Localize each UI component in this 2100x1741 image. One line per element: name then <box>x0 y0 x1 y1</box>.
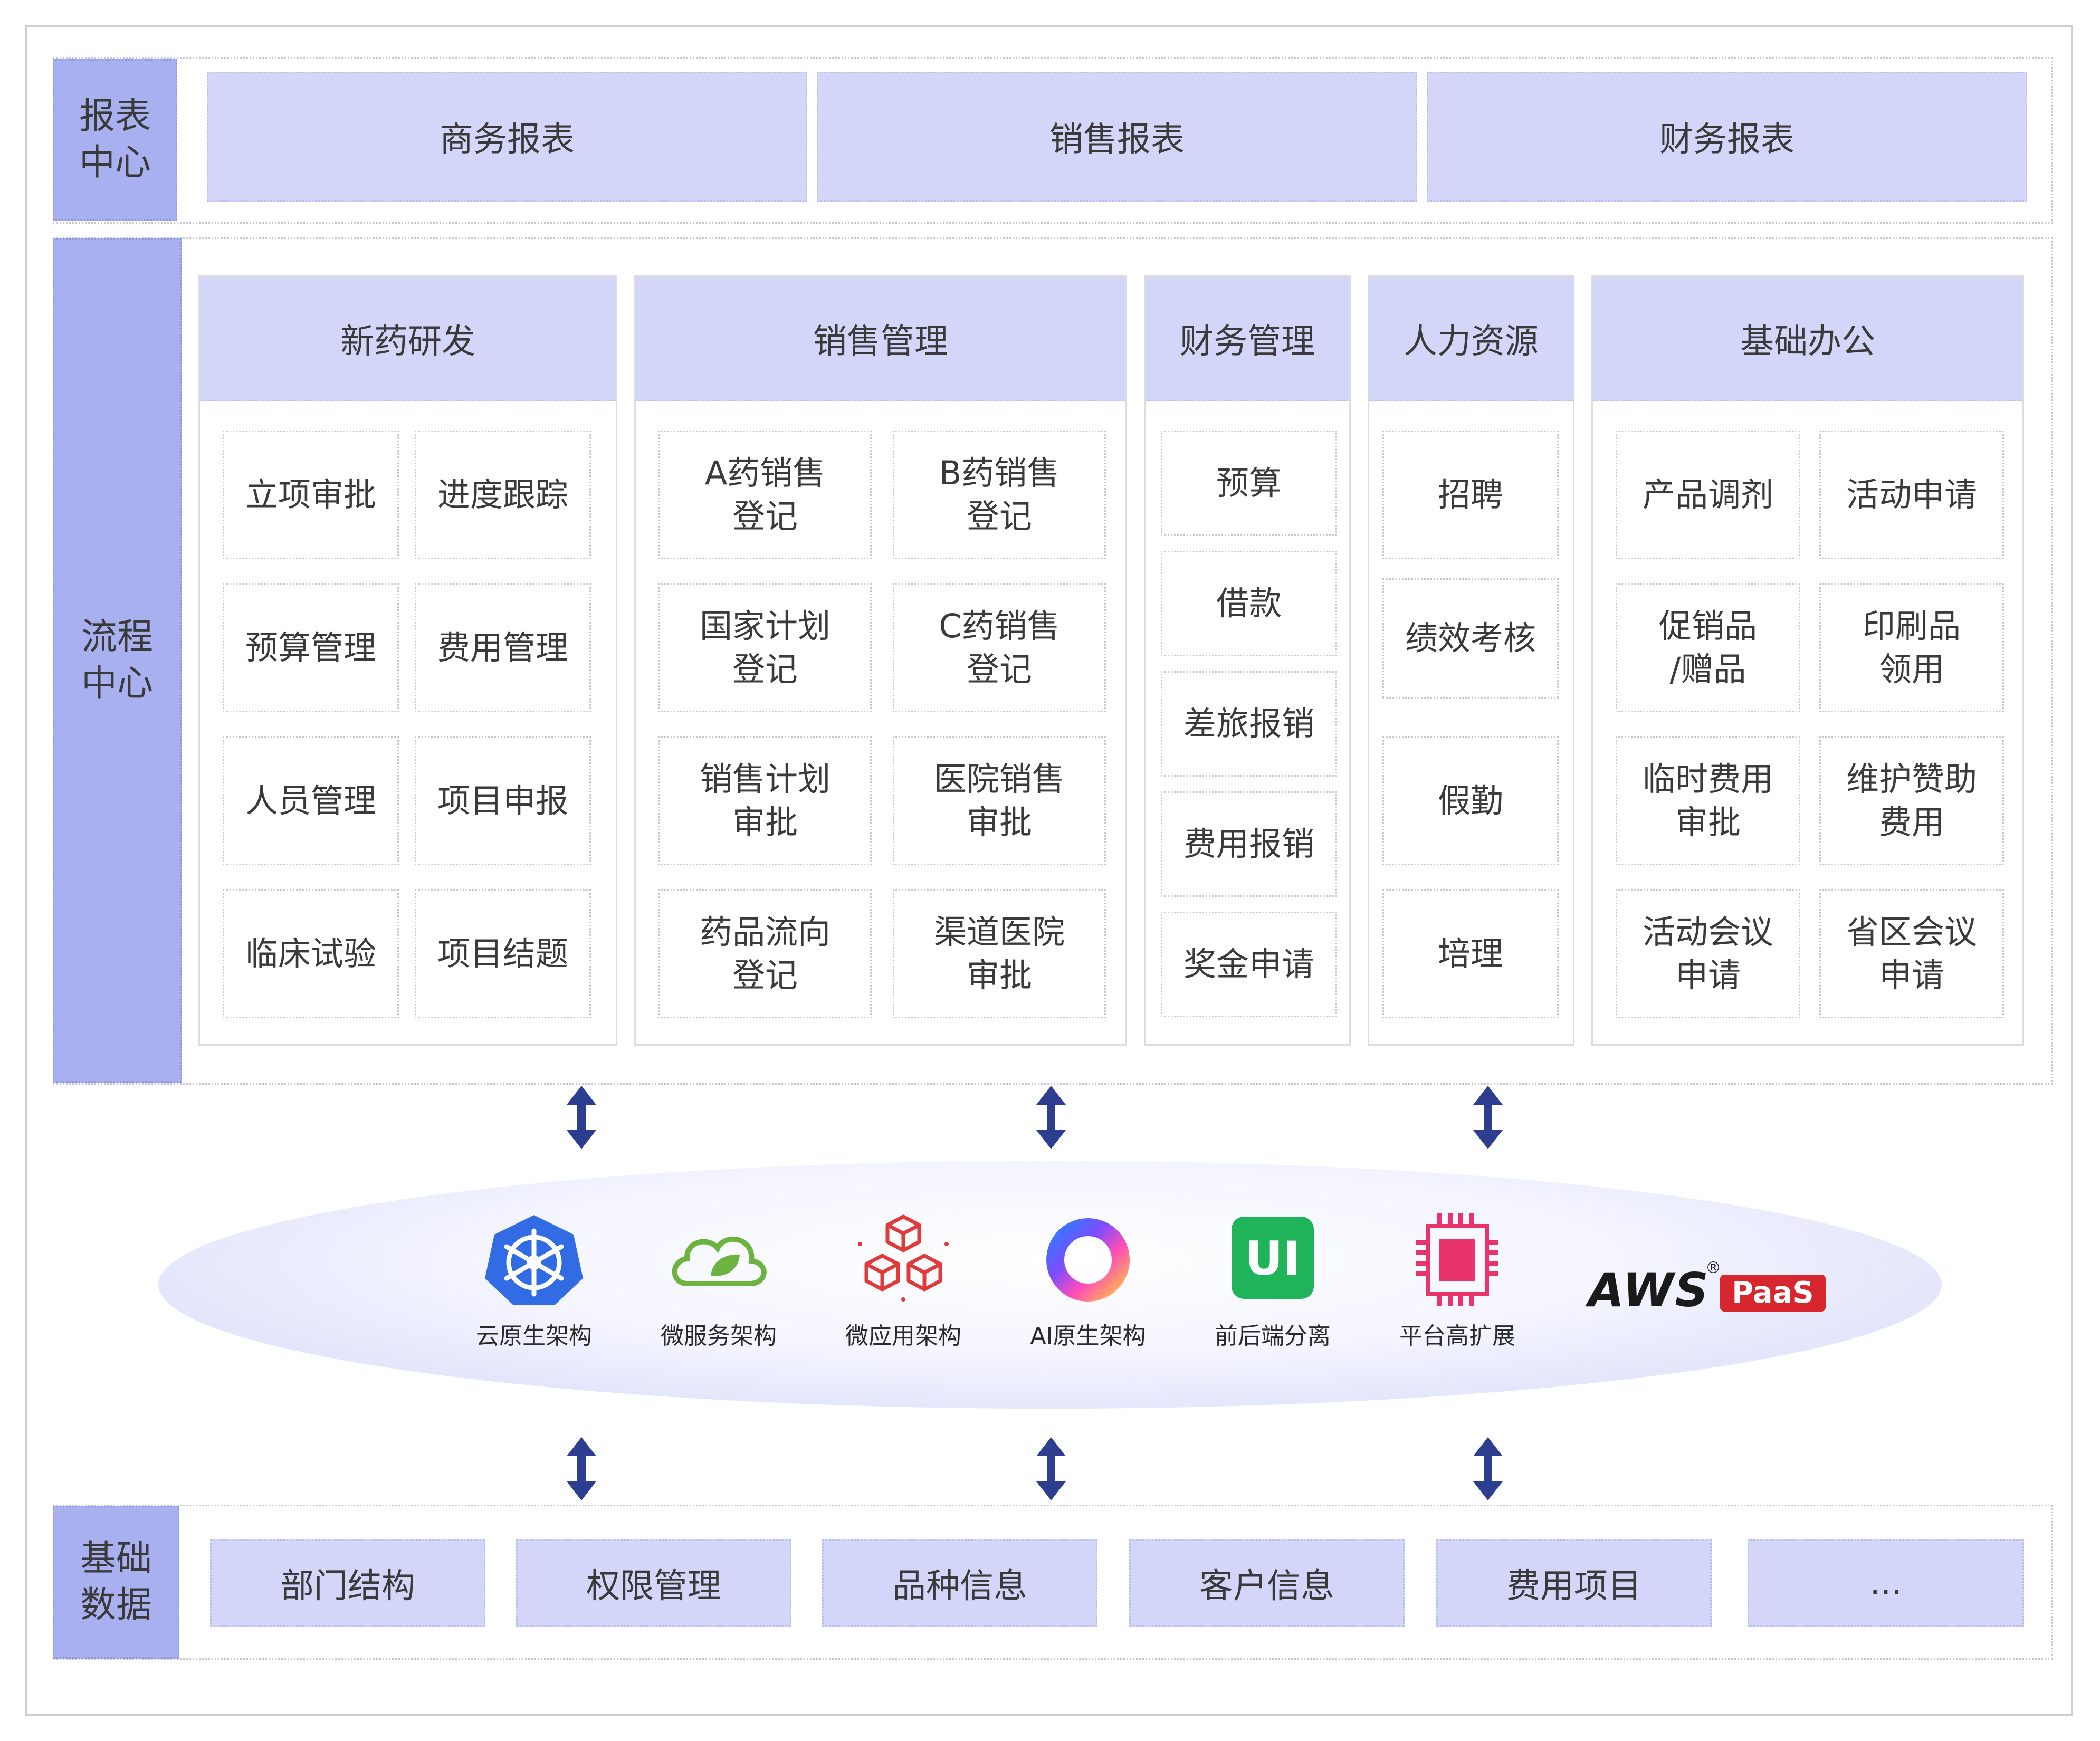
cell-printed-materials: 印刷品 领用 <box>1819 583 2004 712</box>
base-data-label-1: 基础 <box>80 1538 152 1580</box>
cell-project-approval: 立项审批 <box>223 431 399 559</box>
tech-ai-native: AI原生架构 <box>1009 1212 1167 1351</box>
base-item-more: ... <box>1748 1539 2024 1627</box>
cell-sales-plan-approval: 销售计划 审批 <box>658 736 872 865</box>
cell-sponsorship-expense: 维护赞助 费用 <box>1819 736 2004 865</box>
base-item-varieties: 品种信息 <box>822 1539 1097 1627</box>
cell-performance-review: 绩效考核 <box>1382 578 1559 699</box>
cell-province-meeting: 省区会议 申请 <box>1819 889 2004 1018</box>
tech-label: 平台高扩展 <box>1399 1323 1515 1350</box>
cell-temp-expense-approval: 临时费用 审批 <box>1616 736 1800 865</box>
base-item-customers: 客户信息 <box>1129 1539 1405 1627</box>
cell-drug-c-sales: C药销售 登记 <box>893 583 1106 712</box>
cell-drug-flow-registration: 药品流向 登记 <box>658 889 872 1018</box>
cell-progress-tracking: 进度跟踪 <box>415 431 591 559</box>
chip-icon <box>1416 1213 1498 1306</box>
double-arrow-icon <box>1036 1086 1066 1149</box>
cell-expense-management: 费用管理 <box>415 583 591 712</box>
cell-national-plan: 国家计划 登记 <box>658 583 872 712</box>
spring-cloud-icon <box>672 1236 767 1286</box>
base-data-label-2: 数据 <box>80 1584 152 1626</box>
svg-text:UI: UI <box>1245 1231 1300 1286</box>
cell-clinical-trial: 临床试验 <box>223 889 399 1018</box>
cell-project-application: 项目申报 <box>415 736 591 865</box>
report-item-business: 商务报表 <box>207 72 807 202</box>
column-title: 基础办公 <box>1593 277 2022 401</box>
tech-label: 微服务架构 <box>661 1323 777 1350</box>
ai-ring-icon <box>1046 1218 1130 1302</box>
cell-promo-gifts: 促销品 /赠品 <box>1616 583 1800 712</box>
cell-attendance-leave: 假勤 <box>1382 736 1559 865</box>
registered-icon: ® <box>1705 1259 1721 1277</box>
double-arrow-icon <box>1473 1437 1503 1500</box>
cell-personnel-management: 人员管理 <box>223 736 399 865</box>
cell-drug-a-sales: A药销售 登记 <box>658 431 872 559</box>
aws-paas-logo: AWS ® PaaS <box>1588 1259 1831 1320</box>
base-item-permissions: 权限管理 <box>516 1539 791 1627</box>
double-arrow-icon <box>567 1086 596 1149</box>
paas-badge: PaaS <box>1720 1275 1826 1312</box>
report-center-label-1: 报表 <box>79 95 151 137</box>
cell-product-transfer: 产品调剂 <box>1616 431 1800 559</box>
column-title: 新药研发 <box>200 277 616 401</box>
double-arrow-icon <box>1036 1437 1066 1500</box>
tech-extensibility: 平台高扩展 <box>1378 1212 1536 1351</box>
process-center-label-2: 中心 <box>81 663 153 704</box>
kubernetes-icon <box>485 1215 583 1305</box>
process-center-label: 流程 中心 <box>53 238 182 1083</box>
platform-ellipse <box>158 1161 1942 1409</box>
cell-bonus-application: 奖金申请 <box>1161 912 1337 1017</box>
column-title: 销售管理 <box>636 277 1125 401</box>
cell-drug-b-sales: B药销售 登记 <box>893 431 1106 559</box>
base-data-label: 基础 数据 <box>53 1506 179 1659</box>
cell-channel-hospital-approval: 渠道医院 审批 <box>893 889 1106 1018</box>
cell-activity-meeting: 活动会议 申请 <box>1616 889 1800 1018</box>
tech-label: 微应用架构 <box>845 1323 961 1350</box>
cell-activity-application: 活动申请 <box>1819 431 2004 559</box>
tech-frontend-backend: UI 前后端分离 <box>1194 1212 1352 1351</box>
process-center-label-1: 流程 <box>81 616 153 658</box>
base-item-department: 部门结构 <box>210 1539 485 1627</box>
report-item-sales: 销售报表 <box>817 72 1417 202</box>
cell-travel-reimbursement: 差旅报销 <box>1161 671 1337 777</box>
tech-label: AI原生架构 <box>1030 1323 1146 1350</box>
report-center-label: 报表 中心 <box>53 59 177 221</box>
cell-recruitment: 招聘 <box>1382 431 1559 559</box>
cell-training: 培理 <box>1382 889 1559 1018</box>
base-item-expense-items: 费用项目 <box>1436 1539 1712 1627</box>
tech-label: 前后端分离 <box>1215 1323 1331 1350</box>
cell-project-closure: 项目结题 <box>415 889 591 1018</box>
cell-budget-management: 预算管理 <box>223 583 399 712</box>
tech-microservice: 微服务架构 <box>639 1212 798 1351</box>
cell-hospital-sales-approval: 医院销售 审批 <box>893 736 1106 865</box>
tech-cloud-native: 云原生架构 <box>455 1212 613 1351</box>
cubes-icon <box>858 1214 949 1302</box>
aws-logo-text: AWS <box>1588 1263 1710 1317</box>
cell-loan: 借款 <box>1161 551 1337 656</box>
report-center-label-2: 中心 <box>79 142 151 184</box>
cell-budget: 预算 <box>1161 431 1337 536</box>
double-arrow-icon <box>1473 1086 1503 1149</box>
tech-label: 云原生架构 <box>476 1323 592 1350</box>
column-title: 人力资源 <box>1369 277 1573 401</box>
report-item-finance: 财务报表 <box>1427 72 2027 202</box>
tech-micro-app: 微应用架构 <box>824 1212 982 1351</box>
double-arrow-icon <box>567 1437 596 1500</box>
column-title: 财务管理 <box>1146 277 1349 401</box>
ui-icon: UI <box>1232 1217 1314 1299</box>
cell-expense-reimbursement: 费用报销 <box>1161 791 1337 897</box>
